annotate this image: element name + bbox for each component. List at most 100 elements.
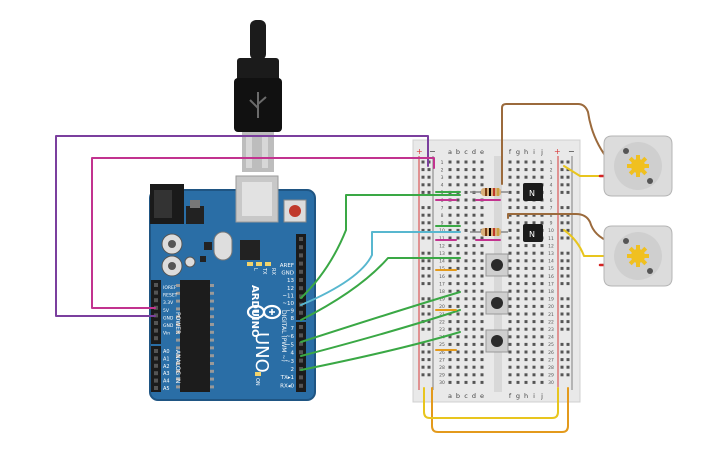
wire-green[interactable]	[300, 291, 461, 343]
bb-row-number: 4	[441, 183, 444, 189]
bb-col-letter: c	[464, 148, 468, 156]
npn-transistor-icon[interactable]: N	[523, 224, 543, 242]
bb-row-number: 29	[548, 373, 554, 379]
power-label: POWER	[174, 312, 181, 334]
bb-row-number: 3	[441, 175, 444, 181]
bb-row-number: 2	[550, 167, 553, 173]
bb-row-number: 20	[439, 304, 445, 310]
bb-row-number: 15	[548, 266, 554, 272]
bb-col-letter: b	[456, 392, 460, 400]
wire-orange[interactable]	[431, 387, 569, 433]
bb-row-number: 5	[550, 190, 553, 196]
wire-green[interactable]	[300, 194, 461, 299]
bb-row-number: 5	[441, 190, 444, 196]
bb-col-letter: d	[472, 148, 476, 156]
dc-motor-icon[interactable]	[603, 135, 673, 197]
usb-cable[interactable]	[234, 20, 282, 172]
bb-row-number: 3	[550, 175, 553, 181]
rail-plus-right: +	[554, 147, 561, 156]
pin-label: TX▸1	[280, 375, 294, 381]
bb-col-letter: f	[509, 148, 512, 156]
bb-row-number: 7	[550, 205, 553, 211]
bb-row-number: 25	[548, 342, 554, 348]
pin-label: A3	[163, 371, 170, 377]
arduino-model-text: UNO	[251, 332, 272, 373]
power-header[interactable]	[151, 280, 161, 344]
pin-label: GND	[281, 271, 294, 277]
bb-row-number: 23	[548, 327, 554, 333]
pin-label: ~5	[286, 342, 295, 348]
pin-label: 13	[287, 278, 294, 284]
pin-label: RX◂0	[280, 383, 294, 389]
arduino-uno-board[interactable]: ARDUINO UNO DIGITAL (PWM ~) POWER ANALOG…	[149, 175, 316, 401]
wire-brown[interactable]	[501, 103, 611, 185]
pin-label: 7	[291, 326, 295, 332]
dc-motor-icon[interactable]	[603, 225, 673, 287]
bb-row-number: 27	[439, 357, 445, 363]
bb-row-number: 6	[550, 198, 553, 204]
bb-col-letter: d	[472, 392, 476, 400]
reset-button[interactable]	[283, 199, 307, 223]
transistor-label: N	[529, 189, 535, 198]
wire-green[interactable]	[300, 257, 461, 321]
push-button[interactable]	[485, 329, 509, 353]
transistor-label: N	[529, 230, 535, 239]
wire-green[interactable]	[300, 331, 461, 371]
resistor[interactable]	[470, 228, 508, 236]
bb-row-number: 19	[548, 297, 554, 303]
pin-label: ~11	[282, 293, 294, 299]
wire-yellow[interactable]	[563, 229, 613, 257]
led-label-l: L	[252, 268, 258, 271]
pin-label: GND	[163, 315, 174, 321]
atmega-chip	[180, 280, 210, 392]
bb-row-number: 8	[441, 213, 444, 219]
pin-label: ~10	[282, 301, 294, 307]
push-button[interactable]	[485, 291, 509, 315]
bb-col-letter: a	[448, 392, 452, 400]
wire-purple[interactable]	[55, 135, 429, 317]
bb-row-number: 17	[548, 281, 554, 287]
resistor[interactable]	[470, 188, 508, 196]
bb-col-letter: e	[480, 148, 484, 156]
wire-cyan[interactable]	[300, 231, 461, 306]
on-label: ON	[254, 378, 260, 386]
bb-col-letter: c	[464, 392, 468, 400]
pin-label: IOREF	[163, 285, 177, 291]
pin-label: A5	[163, 386, 170, 392]
digital-header-top[interactable]	[296, 234, 306, 320]
pin-label: RESET	[163, 293, 178, 299]
pin-label: A0	[163, 349, 170, 355]
pin-label: 12	[287, 286, 294, 292]
wire-brown[interactable]	[507, 213, 611, 243]
arduino-logo-icon	[246, 304, 282, 320]
bb-row-number: 11	[548, 236, 554, 242]
pin-label: 5V	[163, 308, 170, 314]
bb-row-number: 1	[550, 160, 553, 166]
pin-label: 8	[291, 316, 295, 322]
bb-col-letter: f	[509, 392, 512, 400]
bb-row-number: 18	[439, 289, 445, 295]
pin-label: 2	[291, 367, 295, 373]
bb-row-number: 22	[548, 319, 554, 325]
rail-plus-left: +	[416, 147, 423, 156]
wire-magenta[interactable]	[91, 157, 435, 309]
bb-row-number: 20	[548, 304, 554, 310]
bb-row-number: 11	[439, 236, 445, 242]
wire-yellow[interactable]	[423, 387, 559, 419]
push-button[interactable]	[485, 253, 509, 277]
bb-row-number: 12	[548, 243, 554, 249]
npn-transistor-icon[interactable]: N	[523, 183, 543, 201]
led-label-rx: RX	[270, 268, 276, 275]
bb-row-number: 28	[548, 365, 554, 371]
pin-label: ~6	[286, 334, 295, 340]
led-label-tx: TX	[261, 267, 267, 275]
digital-header-bottom[interactable]	[296, 322, 306, 392]
bb-row-number: 2	[441, 167, 444, 173]
bb-row-number: 7	[441, 205, 444, 211]
bb-row-number: 24	[548, 335, 554, 341]
analog-header[interactable]	[151, 346, 161, 392]
bb-row-number: 28	[439, 365, 445, 371]
wire-green[interactable]	[300, 309, 461, 357]
bb-col-letter: a	[448, 148, 452, 156]
